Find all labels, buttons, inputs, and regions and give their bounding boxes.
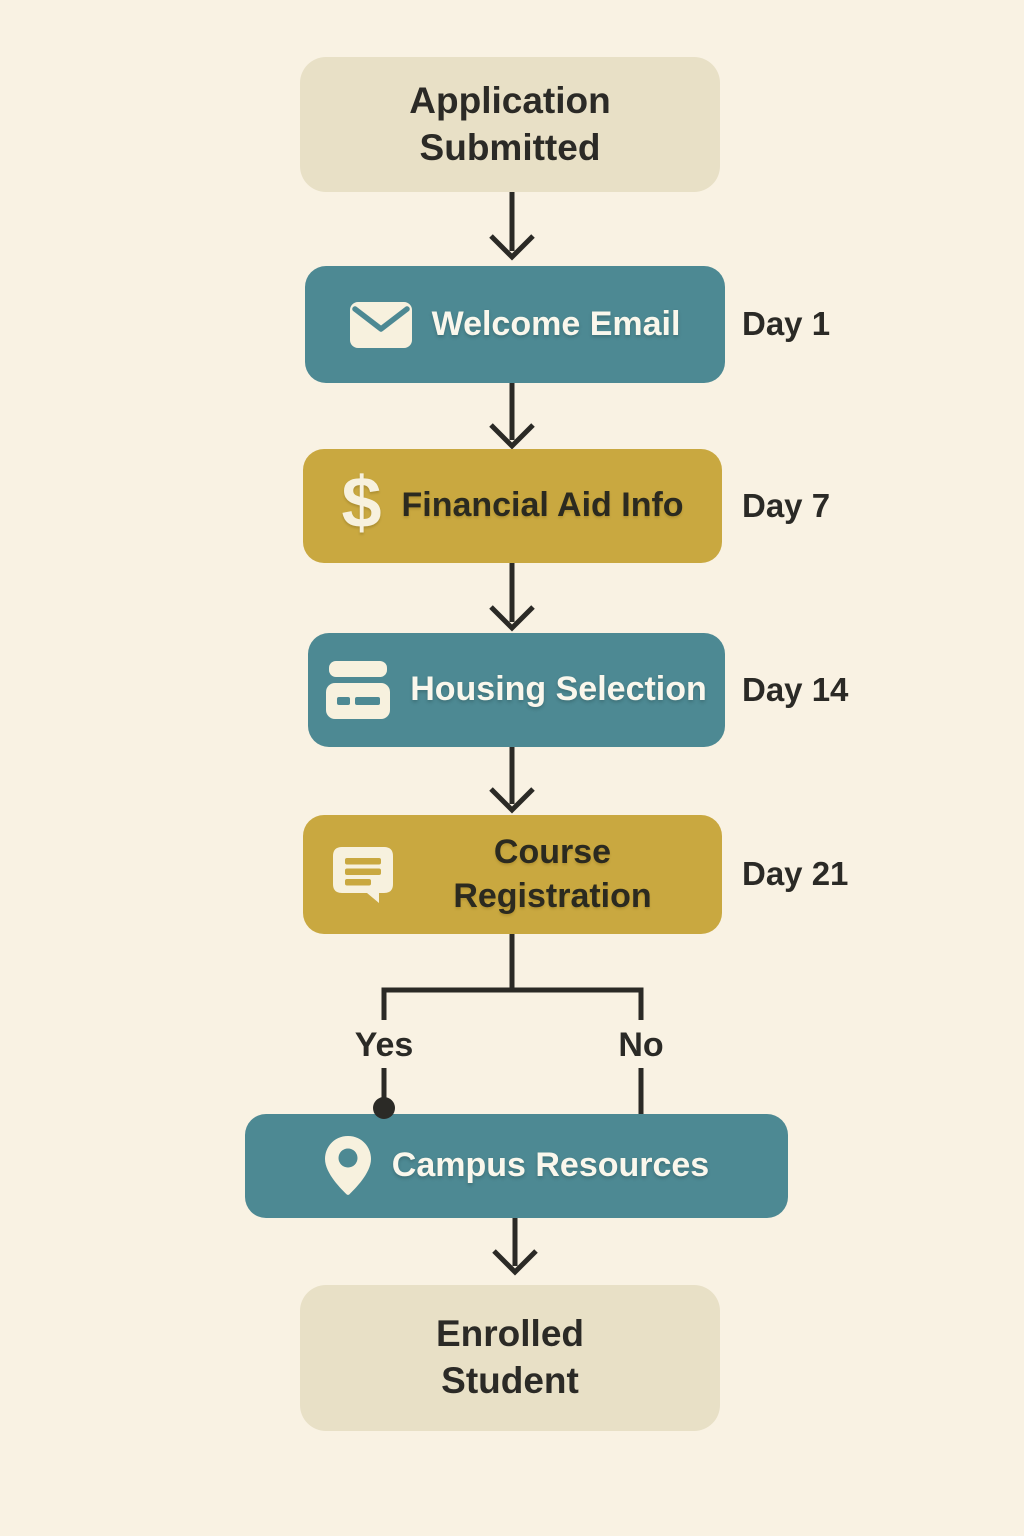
day-label-housing: Day 14 (742, 671, 849, 708)
step-label: Welcome Email (431, 304, 681, 343)
arrowhead-down-icon (492, 1249, 538, 1276)
arrowhead-down-icon (489, 605, 535, 632)
step-label: Housing Selection (410, 670, 707, 709)
day-label-welcome-email: Day 1 (742, 305, 831, 342)
branch-no-label: No (618, 1026, 664, 1064)
arrowhead-down-icon (489, 423, 535, 450)
step-housing-selection: Housing Selection (308, 633, 725, 747)
branch-tee-connector (381, 934, 644, 1020)
campus-resources-label: Campus Resources (391, 1146, 710, 1185)
location-pin-icon (324, 1136, 372, 1196)
id-card-icon (326, 661, 391, 719)
start-node: Application Submitted (300, 57, 720, 192)
step-financial-aid-info: $ Financial Aid Info (303, 449, 722, 563)
step-course-registration: Course Registration (303, 815, 722, 934)
dollar-icon: $ (341, 463, 382, 543)
end-node: Enrolled Student (300, 1285, 720, 1431)
day-label-financial-aid: Day 7 (742, 487, 831, 524)
day-label-course-registration: Day 21 (742, 855, 849, 892)
envelope-icon (349, 301, 412, 348)
yes-junction-dot (373, 1097, 395, 1119)
step-welcome-email: Welcome Email (305, 266, 725, 383)
start-node-label: Application Submitted (409, 79, 611, 168)
arrowhead-down-icon (489, 234, 535, 261)
arrowhead-down-icon (489, 787, 535, 814)
step-label: Course Registration (453, 833, 652, 915)
branch-yes-label: Yes (354, 1026, 414, 1064)
step-label: Financial Aid Info (401, 486, 684, 525)
chat-note-icon (332, 846, 393, 903)
campus-resources-node: Campus Resources (245, 1114, 788, 1218)
end-node-label: Enrolled Student (435, 1313, 585, 1401)
